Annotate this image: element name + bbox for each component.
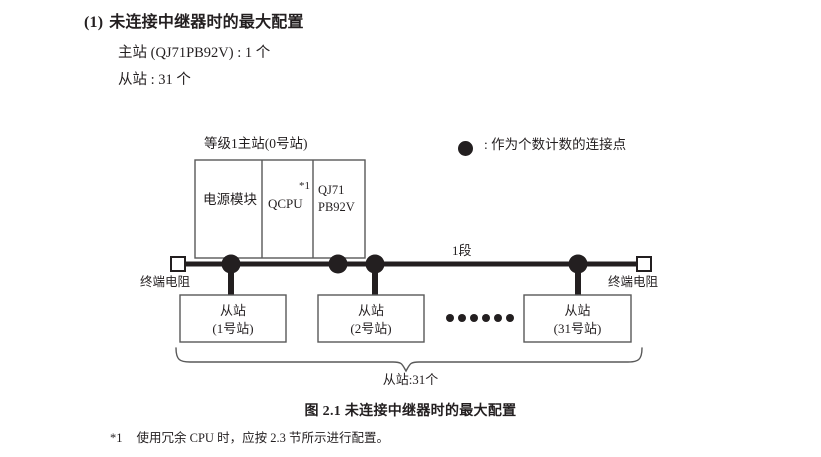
slave-31-name: 从站 bbox=[564, 303, 591, 318]
footnote-marker: *1 bbox=[110, 431, 123, 445]
slave-1-station: (1号站) bbox=[212, 320, 254, 336]
master-module-box bbox=[194, 159, 366, 259]
slave-1-name: 从站 bbox=[219, 303, 246, 318]
figure-caption: 图 2.1 未连接中继器时的最大配置 bbox=[304, 404, 517, 419]
footnote: *1 使用冗余 CPU 时，应按 2.3 节所示进行配置。 bbox=[110, 427, 389, 446]
qcpu-footnote-marker: *1 bbox=[299, 180, 310, 192]
footnote-text: 使用冗余 CPU 时，应按 2.3 节所示进行配置。 bbox=[136, 431, 389, 445]
pb92v-label-line2: PB92V bbox=[318, 199, 355, 214]
section-number: (1) bbox=[84, 14, 104, 31]
segment-label: 1段 bbox=[452, 243, 472, 258]
connection-dot-master bbox=[328, 254, 348, 274]
section-heading: (1) 未连接中继器时的最大配置 bbox=[84, 8, 304, 32]
slave-box-1 bbox=[179, 294, 287, 343]
terminator-left-symbol bbox=[170, 256, 186, 272]
slave-box-2 bbox=[317, 294, 425, 343]
spec-line-slave: 从站 : 31 个 bbox=[118, 72, 191, 88]
spec-line-master: 主站 (QJ71PB92V) : 1 个 bbox=[118, 45, 271, 61]
master-station-caption: 等级1主站(0号站) bbox=[204, 136, 308, 151]
pb92v-label-line1: QJ71 bbox=[318, 183, 345, 197]
power-module-label: 电源模块 bbox=[203, 192, 257, 207]
terminator-left-label: 终端电阻 bbox=[140, 275, 191, 289]
slave-station-31-label: 从站 (31号站) bbox=[524, 302, 631, 337]
legend-text: : 作为个数计数的连接点 bbox=[484, 137, 627, 152]
section-title: 未连接中继器时的最大配置 bbox=[109, 14, 304, 31]
terminator-right-symbol bbox=[636, 256, 652, 272]
slave-31-station: (31号站) bbox=[553, 320, 602, 336]
slave-count-label: 从站:31个 bbox=[382, 372, 439, 387]
slave-station-2-label: 从站 (2号站) bbox=[318, 302, 424, 337]
qcpu-module-label: QCPU bbox=[268, 196, 303, 211]
pb92v-module-label: QJ71 PB92V bbox=[318, 182, 355, 216]
legend-filled-circle-icon bbox=[458, 141, 473, 156]
slave-2-station: (2号站) bbox=[350, 320, 392, 336]
slave-count-brace bbox=[175, 347, 643, 373]
ellipsis-dots bbox=[446, 314, 514, 322]
terminator-right-label: 终端电阻 bbox=[608, 275, 659, 289]
slave-station-1-label: 从站 (1号站) bbox=[180, 302, 286, 337]
slave-box-31 bbox=[523, 294, 632, 343]
slave-2-name: 从站 bbox=[357, 303, 384, 318]
